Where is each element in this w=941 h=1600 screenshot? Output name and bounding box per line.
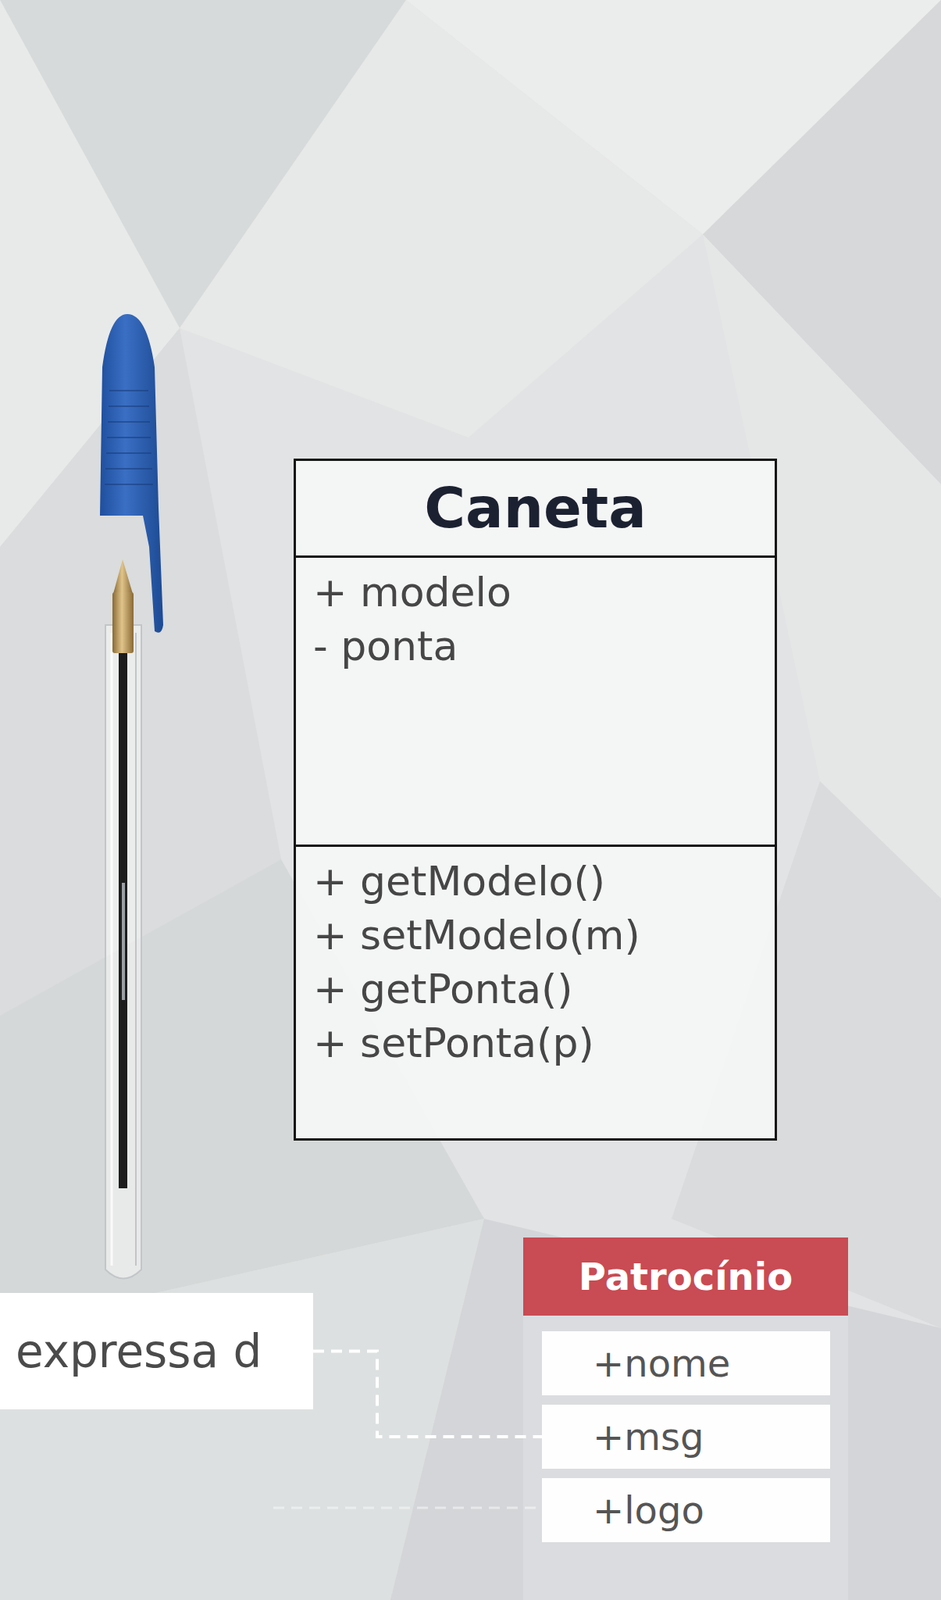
barrel-highlight [110, 632, 114, 1266]
caption-text: expressa d [15, 1324, 262, 1378]
pen-barrel [105, 624, 142, 1279]
caption-box: expressa d [0, 1292, 314, 1409]
pen-cap [99, 313, 164, 633]
cap-rib [107, 420, 150, 423]
pen-tip [113, 559, 133, 594]
barrel-print [121, 882, 125, 1000]
field-box: +nome [541, 1330, 831, 1395]
cap-rib [104, 483, 154, 485]
cap-rib [108, 405, 150, 407]
method: + getModelo() [313, 854, 606, 909]
ink-tube [118, 652, 128, 1188]
method: + setPonta(p) [313, 1015, 595, 1070]
faint-dashed-line [273, 1506, 539, 1509]
cap-rib [105, 467, 153, 470]
cap-rib [106, 452, 152, 454]
edge-group [313, 1350, 542, 1437]
cap-rib [109, 389, 149, 392]
cap-ribs [104, 390, 154, 485]
attribute: - ponta [313, 619, 458, 674]
sponsor-panel: Patrocínio +nome +msg +logo [523, 1236, 849, 1600]
field-name: +nome [592, 1340, 731, 1385]
field-box: +logo [541, 1477, 831, 1542]
dashed-connector [313, 1350, 542, 1437]
method: + getPonta() [313, 962, 574, 1016]
attribute: + modelo [313, 565, 512, 620]
cap-rib [106, 436, 151, 439]
panel-header: Patrocínio [523, 1236, 849, 1316]
field-name: +msg [592, 1414, 704, 1458]
method: + setModelo(m) [313, 908, 641, 963]
barrel-edge [135, 632, 137, 1266]
method-compartment: + getModelo()+ setModelo(m)+ getPonta()+… [295, 844, 775, 1138]
background-facet [179, 0, 703, 438]
field-box: +msg [541, 1404, 831, 1469]
class-name: Caneta [295, 460, 775, 556]
pen-collar [112, 591, 134, 653]
attribute-compartment: + modelo- ponta [295, 555, 775, 845]
field-name: +logo [592, 1487, 705, 1532]
background-facet [390, 1218, 941, 1600]
class-box: Caneta+ modelo- ponta+ getModelo()+ setM… [293, 458, 778, 1141]
